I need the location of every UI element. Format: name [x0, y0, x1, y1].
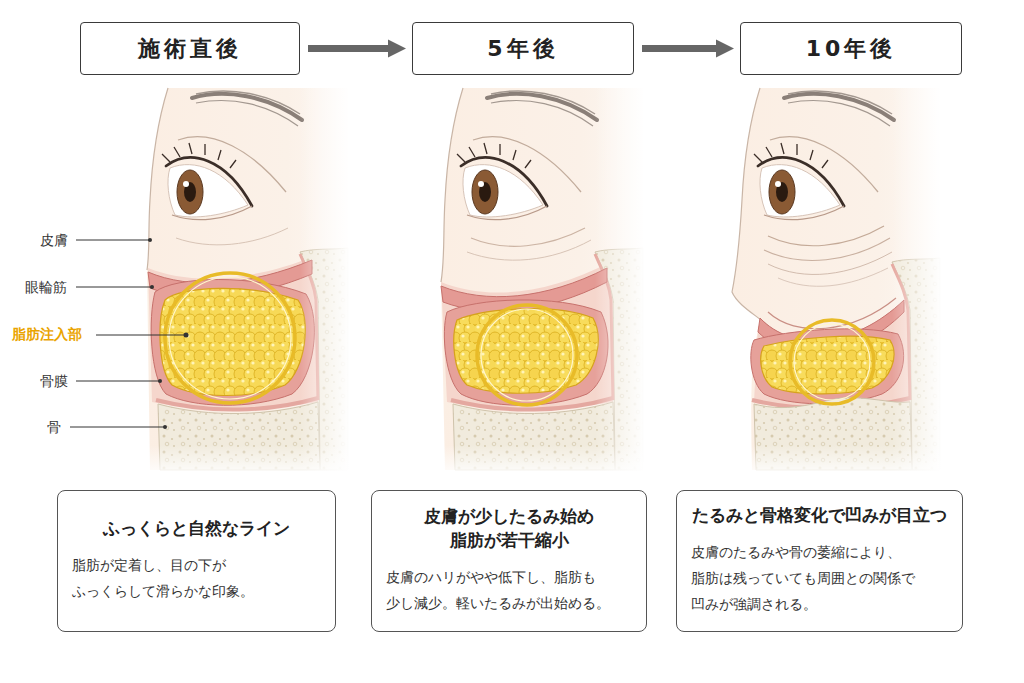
- stage-title: 5年後: [487, 34, 558, 64]
- illustration-part: [435, 445, 647, 477]
- part-label: 皮膚: [40, 230, 68, 250]
- illustration-part: [892, 80, 942, 480]
- illustration-part: [176, 228, 288, 245]
- part-label: 骨: [47, 417, 61, 437]
- illustration-part: [140, 445, 352, 477]
- illustration-part: [778, 268, 888, 286]
- illustration-part: [148, 238, 152, 242]
- stage-header-box: 施術直後: [80, 22, 300, 75]
- caption-box: ふっくらと自然なライン脂肪が定着し、目の下が ふっくらして滑らかな印象。: [57, 490, 336, 632]
- flow-arrow: [308, 45, 388, 52]
- caption-body: 脂肪が定着し、目の下が ふっくらして滑らかな印象。: [72, 553, 321, 605]
- illustration-part: [457, 91, 597, 220]
- illustration-part: [444, 300, 608, 405]
- illustration-part: [764, 238, 890, 260]
- illustration-part: [754, 91, 894, 220]
- illustration-part: [151, 280, 314, 406]
- eye-cross-section: [140, 80, 352, 480]
- illustration-part: [300, 80, 350, 480]
- illustration-part: [441, 88, 463, 282]
- illustration-part: [70, 427, 165, 428]
- illustration-part: [768, 252, 892, 274]
- leader-lines: [70, 240, 184, 427]
- illustration-part: [790, 320, 874, 404]
- illustration-part: [481, 309, 573, 401]
- illustration-part: [148, 256, 318, 410]
- leader-dots: [148, 238, 189, 429]
- illustration-part: [184, 333, 189, 338]
- caption-heading: ふっくらと自然なライン: [103, 517, 290, 541]
- illustration-part: [76, 240, 150, 241]
- illustration-part: [150, 285, 154, 289]
- caption-body: 皮膚のたるみや骨の萎縮により、 脂肪は残っていても周囲との関係で 凹みが強調され…: [691, 540, 948, 618]
- part-label: 眼輪筋: [25, 277, 67, 297]
- illustration-part: [96, 335, 184, 336]
- part-label: 脂肪注入部: [12, 324, 82, 344]
- illustration-part: [76, 287, 152, 288]
- illustration-part: [595, 80, 645, 480]
- caption-heading: 皮膚が少したるみ始め 脂肪が若干縮小: [386, 505, 632, 553]
- stage-title: 10年後: [806, 34, 897, 64]
- illustration-part: [163, 425, 167, 429]
- illustration-part: [477, 305, 577, 405]
- illustration-part: [751, 329, 904, 404]
- illustration-part: [732, 445, 944, 477]
- caption-heading: たるみと骨格変化で凹みが目立つ: [692, 504, 947, 528]
- flow-arrow: [642, 45, 716, 52]
- stage-title: 施術直後: [138, 34, 242, 64]
- illustration-part: [158, 379, 162, 383]
- illustration-part: [169, 277, 291, 399]
- illustration-part: [165, 273, 295, 403]
- stage-header-box: 5年後: [412, 22, 634, 75]
- illustration-part: [768, 226, 884, 246]
- illustration-part: [732, 88, 768, 326]
- stage-header-box: 10年後: [740, 22, 962, 75]
- illustration-part: [794, 324, 870, 400]
- illustration-part: [467, 240, 591, 260]
- illustration-part: [76, 381, 160, 382]
- caption-box: たるみと骨格変化で凹みが目立つ皮膚のたるみや骨の萎縮により、 脂肪は残っていても…: [676, 490, 963, 632]
- illustration-part: [471, 228, 585, 246]
- illustration-part: [147, 88, 168, 270]
- eye-cross-section: [435, 80, 647, 480]
- illustration-part: [162, 91, 302, 220]
- eye-cross-section: [732, 80, 944, 480]
- caption-box: 皮膚が少したるみ始め 脂肪が若干縮小皮膚のハリがやや低下し、脂肪も 少し減少。軽…: [371, 490, 647, 632]
- part-label: 骨膜: [40, 371, 68, 391]
- illustration-part: [441, 262, 613, 410]
- caption-body: 皮膚のハリがやや低下し、脂肪も 少し減少。軽いたるみが出始める。: [386, 565, 632, 617]
